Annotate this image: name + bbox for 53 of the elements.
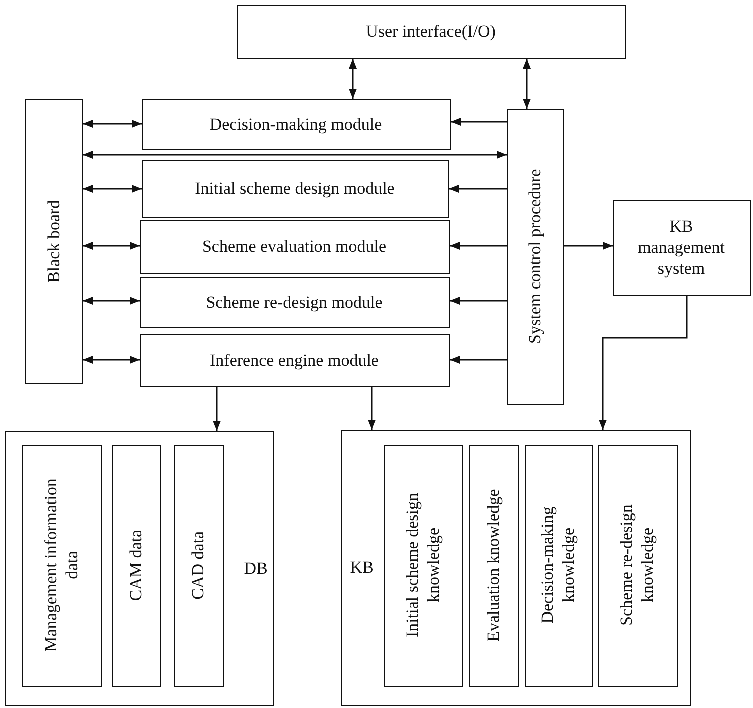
knowledge-box (384, 444, 462, 686)
arrow (450, 297, 507, 305)
arrow (449, 185, 507, 193)
rotated-label: Decision-making knowledge (536, 505, 579, 626)
arrow (599, 296, 688, 430)
arrow (83, 151, 507, 159)
arrow (450, 242, 507, 250)
arrow (450, 356, 507, 364)
database-box (5, 431, 274, 706)
rotated-label: Scheme re-design knowledge (616, 503, 658, 628)
box-label: KB management system (637, 216, 726, 280)
rotated-label: CAD data (187, 530, 208, 602)
control-procedure-box (507, 109, 564, 405)
box-label: Decision-making module (208, 114, 384, 135)
knowledge-base-box (341, 430, 691, 706)
box-label: Inference engine module (209, 350, 380, 371)
box-label: Scheme re-design module (205, 292, 384, 313)
rotated-label: Initial scheme design knowledge (401, 492, 444, 639)
rotated-label: Evaluation knowledge (482, 488, 504, 644)
data-box (22, 444, 102, 686)
module-box (140, 334, 450, 387)
module-box (140, 277, 450, 328)
arrow (349, 59, 357, 99)
knowledge-box (524, 444, 592, 686)
arrow (564, 242, 613, 250)
arrow (83, 120, 142, 128)
arrow (83, 185, 142, 193)
module-box (140, 220, 450, 274)
rotated-label: Black board (42, 198, 64, 284)
box-label: KB (349, 557, 375, 578)
rotated-label: System control procedure (524, 168, 546, 346)
arrow (213, 387, 221, 431)
knowledge-box (468, 444, 518, 686)
box-label: User interface(I/O) (365, 21, 497, 42)
box-label: Initial scheme design module (194, 178, 396, 200)
rotated-label: CAM data (124, 528, 146, 603)
box-label: Scheme evaluation module (201, 236, 388, 258)
module-box (142, 160, 449, 218)
rotated-label: Management information data (40, 477, 82, 652)
box-label: DB (243, 558, 269, 579)
module-box (142, 99, 451, 150)
data-box (174, 444, 224, 686)
management-system-box (613, 200, 751, 296)
arrow (451, 118, 507, 126)
interface-box (237, 5, 626, 59)
arrow (523, 59, 531, 109)
arrow (368, 387, 376, 430)
blackboard-box (25, 99, 83, 384)
arrow (83, 242, 140, 250)
knowledge-box (598, 444, 678, 686)
arrow (83, 297, 140, 305)
data-box (112, 444, 160, 686)
arrow (83, 356, 140, 364)
